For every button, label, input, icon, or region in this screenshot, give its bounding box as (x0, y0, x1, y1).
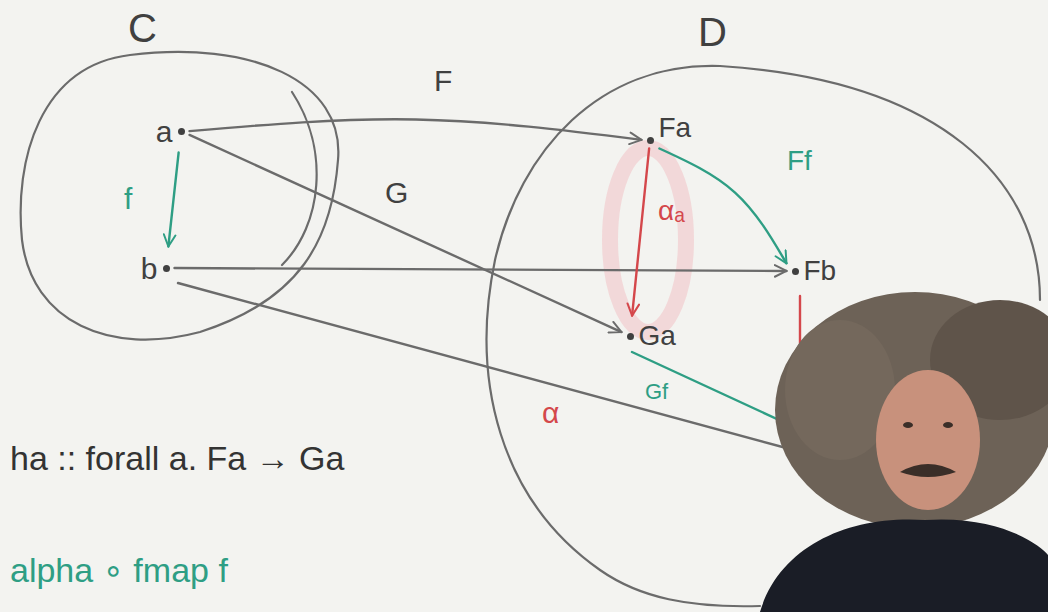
presenter-face (876, 370, 980, 510)
category-region: D FaFbGa (470, 8, 1048, 612)
object-point: Ga (625, 319, 678, 354)
object-name: b (141, 252, 158, 285)
object-point: a (154, 113, 187, 150)
category-outline (487, 66, 1040, 606)
category-outline (21, 52, 339, 340)
highlight-glow (610, 148, 686, 332)
arrow-label: f (122, 182, 134, 215)
object-dot (792, 268, 799, 275)
morphism-arrow (175, 268, 787, 271)
presenter-eye (903, 422, 913, 428)
object-point: Fb (790, 254, 839, 289)
category-outline (470, 8, 1048, 612)
object-dot (647, 137, 654, 144)
category-outline (10, 6, 355, 362)
object-name: Fb (804, 256, 837, 287)
arrow-label: G (383, 176, 410, 209)
object-dot (163, 265, 170, 272)
category-outline (282, 92, 317, 265)
morphism-arrow (632, 149, 649, 316)
morphism-arrow (190, 135, 622, 332)
transformation-label: α (540, 396, 561, 429)
object-point: Fa (645, 111, 694, 146)
morphism-label: Gf (643, 380, 670, 404)
object-dot (627, 333, 634, 340)
category-name: C (128, 6, 157, 50)
functor-arrow-line (178, 283, 790, 449)
code-note: alpha ∘ fmap f (8, 552, 230, 589)
morphism-arrow (190, 119, 642, 140)
object-point: b (139, 250, 172, 287)
category-region: Ca b (10, 6, 355, 362)
arrow-label: F (432, 64, 454, 97)
presenter-mustache (900, 464, 956, 477)
category-name: D (698, 10, 727, 54)
arrow-label: αₐ (656, 196, 687, 227)
object-name: Fa (659, 113, 692, 144)
arrow-label: Ff (785, 146, 814, 177)
object-name: a (156, 115, 173, 148)
object-dot (178, 128, 185, 135)
type-signature: ha :: forall a. Fa → Ga (8, 440, 346, 477)
morphism-arrow-line (632, 352, 792, 426)
morphism-arrow (659, 149, 786, 264)
presenter-shirt (760, 519, 1048, 612)
object-name: Ga (639, 321, 676, 352)
presenter-eye (943, 422, 953, 428)
morphism-arrow (168, 153, 178, 247)
